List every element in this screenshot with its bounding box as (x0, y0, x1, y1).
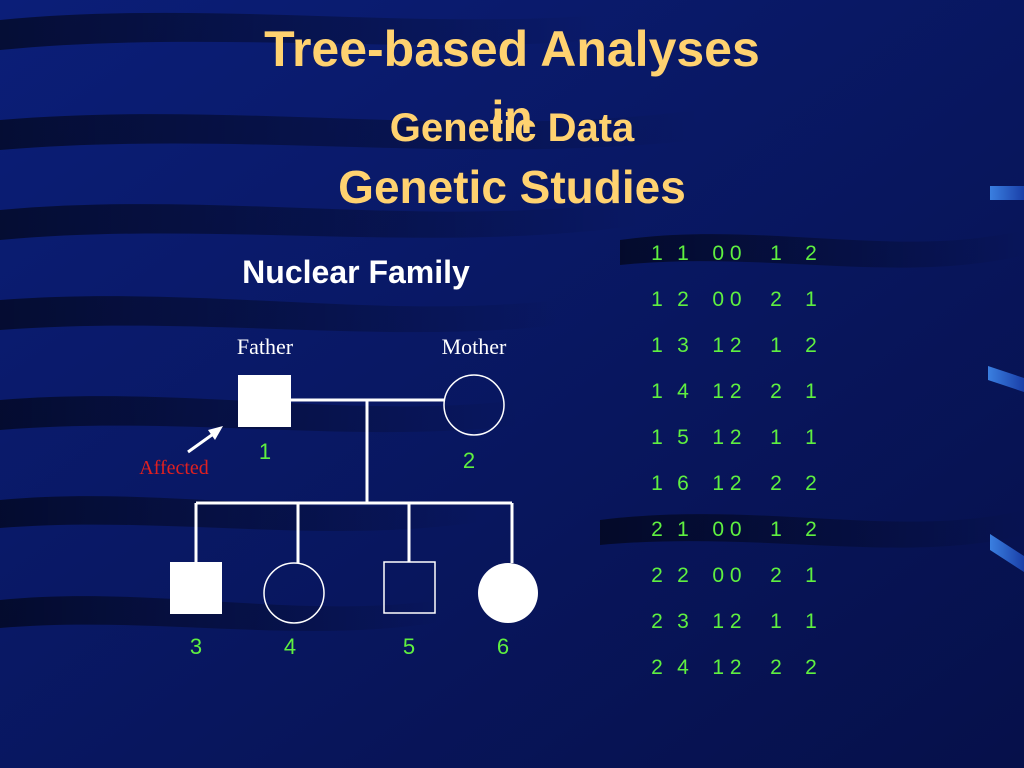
table-cell: 1 (770, 518, 782, 541)
table-cell: 2 (677, 564, 689, 587)
table-cell: 1 (805, 610, 817, 633)
table-cell: 1 2 (712, 472, 741, 495)
child-id-5: 5 (403, 634, 415, 659)
table-cell: 1 (805, 380, 817, 403)
table-cell: 2 (770, 288, 782, 311)
mother-symbol (443, 374, 505, 436)
table-cell: 1 (677, 242, 689, 265)
right-edge-tabs (988, 186, 1024, 572)
father-label: Father (237, 334, 294, 359)
table-cell: 1 (651, 380, 663, 403)
title-line-1: Tree-based Analyses (264, 21, 760, 77)
table-cell: 1 2 (712, 656, 741, 679)
parent-id-2: 2 (463, 448, 475, 473)
mother-label: Mother (442, 334, 507, 359)
table-cell: 0 0 (712, 564, 741, 587)
table-cell: 3 (677, 610, 689, 633)
table-cell: 2 (770, 564, 782, 587)
table-cell: 2 (651, 656, 663, 679)
table-cell: 4 (677, 656, 689, 679)
table-cell: 3 (677, 334, 689, 357)
table-cell: 2 (805, 472, 817, 495)
title-line-3: Genetic Data (390, 106, 635, 150)
affected-arrow (187, 426, 223, 454)
table-cell: 1 (805, 564, 817, 587)
table-cell: 2 (805, 518, 817, 541)
table-cell: 1 2 (712, 426, 741, 449)
table-cell: 2 (770, 380, 782, 403)
table-cell: 2 (805, 334, 817, 357)
table-cell: 5 (677, 426, 689, 449)
table-cell: 2 (651, 518, 663, 541)
child-4-symbol (263, 562, 325, 624)
table-cell: 1 (770, 334, 782, 357)
table-cell: 4 (677, 380, 689, 403)
child-id-4: 4 (284, 634, 296, 659)
table-cell: 1 2 (712, 380, 741, 403)
table-cell: 2 (770, 656, 782, 679)
table-cell: 2 (805, 242, 817, 265)
pedigree-lines (194, 398, 514, 563)
table-cell: 2 (651, 610, 663, 633)
child-3-symbol (170, 562, 222, 614)
table-cell: 1 (770, 610, 782, 633)
table-cell: 1 (805, 288, 817, 311)
father-symbol (238, 375, 291, 427)
table-cell: 0 0 (712, 288, 741, 311)
table-cell: 1 2 (712, 610, 741, 633)
table-cell: 1 2 (712, 334, 741, 357)
table-cell: 1 (770, 426, 782, 449)
table-cell: 6 (677, 472, 689, 495)
table-cell: 1 (651, 426, 663, 449)
table-cell: 1 (677, 518, 689, 541)
background-swooshes (0, 12, 1024, 631)
table-cell: 1 (651, 472, 663, 495)
title-line-4: Genetic Studies (338, 161, 686, 213)
table-cell: 2 (805, 656, 817, 679)
pedigree-heading: Nuclear Family (242, 254, 470, 290)
table-cell: 2 (770, 472, 782, 495)
table-cell: 2 (677, 288, 689, 311)
parent-id-1: 1 (259, 439, 271, 464)
table-cell: 1 (805, 426, 817, 449)
child-id-3: 3 (190, 634, 202, 659)
table-cell: 1 (770, 242, 782, 265)
table-cell: 2 (651, 564, 663, 587)
table-cell: 1 (651, 334, 663, 357)
table-cell: 1 (651, 242, 663, 265)
affected-label: Affected (139, 457, 209, 479)
table-cell: 0 0 (712, 518, 741, 541)
title-line-2: in (492, 91, 533, 143)
child-id-6: 6 (497, 634, 509, 659)
child-5-symbol (383, 561, 436, 614)
table-cell: 0 0 (712, 242, 741, 265)
child-6-symbol (478, 563, 538, 623)
table-cell: 1 (651, 288, 663, 311)
